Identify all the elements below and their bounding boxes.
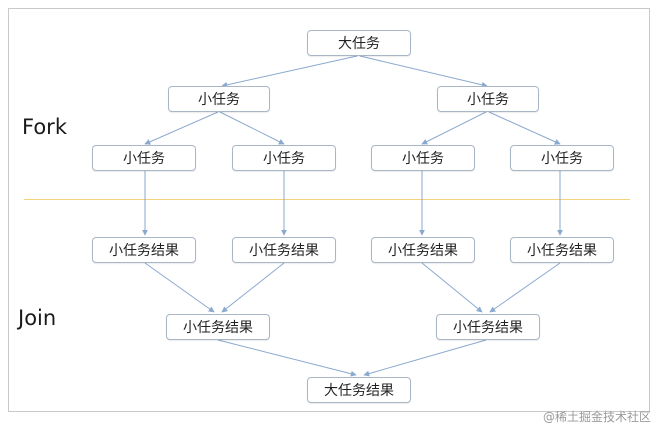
node-join-l1-a: 小任务结果 <box>92 237 196 263</box>
edge-l1-left-to-a <box>144 111 219 145</box>
edge-l1-right-to-d <box>488 111 561 145</box>
edge-big-to-l1-right <box>359 55 488 88</box>
edge-result-c-to-right <box>421 262 483 313</box>
node-join-l1-c: 小任务结果 <box>371 237 475 263</box>
fork-join-divider <box>24 199 630 200</box>
node-big-task: 大任务 <box>307 30 411 56</box>
edge-l1-right-to-c <box>421 111 487 145</box>
node-fork-l2-c: 小任务 <box>371 145 475 171</box>
node-big-result: 大任务结果 <box>307 377 411 403</box>
edge-right-to-big-result <box>363 339 487 377</box>
edge-big-to-l1-left <box>221 55 358 88</box>
edge-result-a-to-left <box>144 262 215 313</box>
node-join-l2-left: 小任务结果 <box>166 314 270 340</box>
node-fork-l1-right: 小任务 <box>437 86 539 112</box>
edge-result-d-to-right <box>489 262 561 313</box>
fork-label: Fork <box>22 115 67 139</box>
edge-result-b-to-left <box>221 262 285 313</box>
node-fork-l2-a: 小任务 <box>92 145 196 171</box>
node-fork-l1-left: 小任务 <box>168 86 270 112</box>
node-join-l1-d: 小任务结果 <box>510 237 614 263</box>
node-join-l2-right: 小任务结果 <box>436 314 540 340</box>
edge-l1-left-to-b <box>219 111 285 145</box>
node-join-l1-b: 小任务结果 <box>232 237 336 263</box>
join-label: Join <box>18 306 57 330</box>
diagram-frame <box>8 8 650 412</box>
node-fork-l2-b: 小任务 <box>232 145 336 171</box>
watermark: @稀土掘金技术社区 <box>542 410 651 424</box>
node-fork-l2-d: 小任务 <box>510 145 614 171</box>
edge-left-to-big-result <box>217 339 357 377</box>
